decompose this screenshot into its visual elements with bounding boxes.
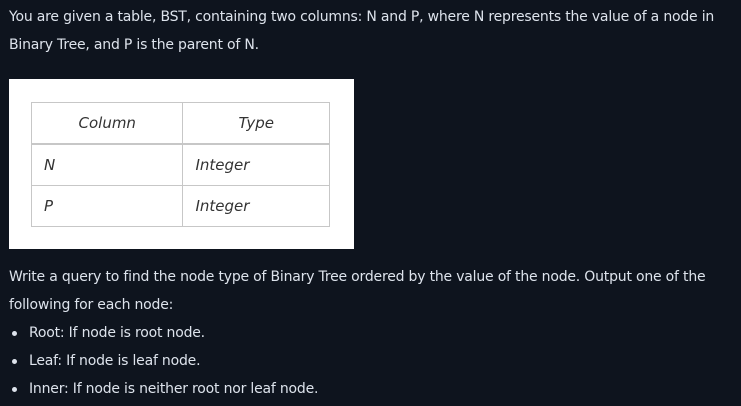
table-row: N Integer <box>30 143 330 186</box>
table-cell: Integer <box>182 185 330 227</box>
table-row: P Integer <box>30 185 330 227</box>
schema-table: Column Type N Integer P Integer <box>30 102 330 227</box>
bullet-icon <box>12 358 17 364</box>
table-cell: N <box>30 143 184 186</box>
list-item: Inner: If node is neither root nor leaf … <box>10 375 318 403</box>
bullet-icon <box>12 330 17 336</box>
column-header: Column <box>30 102 184 145</box>
list-item: Root: If node is root node. <box>10 319 318 347</box>
list-item-text: Inner: If node is neither root nor leaf … <box>29 381 319 397</box>
list-item: Leaf: If node is leaf node. <box>10 347 318 375</box>
table-cell: Integer <box>182 143 330 186</box>
list-item-text: Root: If node is root node. <box>29 325 205 341</box>
task-description: Write a query to find the node type of B… <box>9 269 706 313</box>
schema-table-container: Column Type N Integer P Integer <box>9 79 354 249</box>
problem-intro: You are given a table, BST, containing t… <box>9 9 715 53</box>
node-type-list: Root: If node is root node. Leaf: If nod… <box>10 319 318 403</box>
bullet-icon <box>12 386 17 392</box>
table-cell: P <box>30 185 184 227</box>
list-item-text: Leaf: If node is leaf node. <box>29 353 201 369</box>
table-header-row: Column Type <box>30 102 330 145</box>
type-header: Type <box>182 102 330 145</box>
